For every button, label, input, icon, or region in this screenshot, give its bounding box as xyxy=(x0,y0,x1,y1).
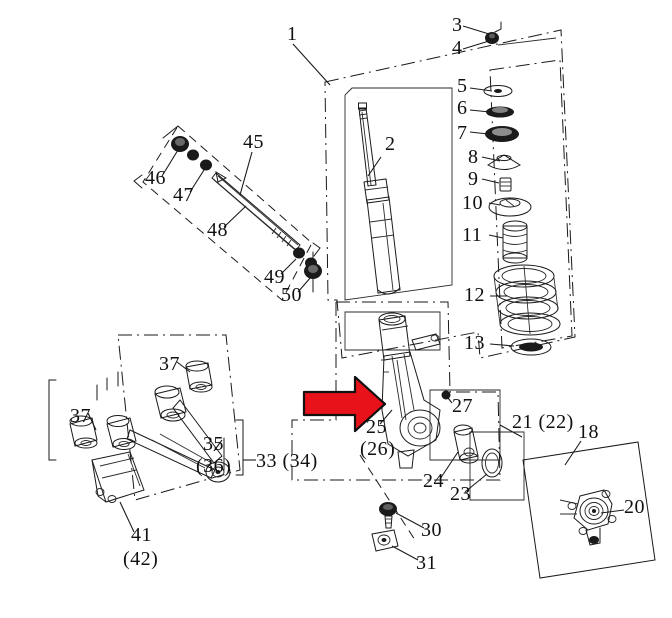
part-8-seat xyxy=(487,154,521,170)
callout-46: 46 xyxy=(145,167,166,189)
spring-stack xyxy=(483,21,561,356)
stabilizer-rod-threads xyxy=(271,227,292,247)
callout-1: 1 xyxy=(287,23,298,45)
bolt-and-bracket xyxy=(371,502,399,552)
callout-13: 13 xyxy=(464,332,485,354)
group-boundaries xyxy=(48,29,656,579)
part-27-pin xyxy=(441,390,451,400)
boundary-hub-box xyxy=(522,441,656,579)
boundary-knuckle-inner-top xyxy=(344,311,441,351)
boundary-dust-shield xyxy=(469,431,525,501)
part-10-seat-plate xyxy=(488,197,532,217)
wheel-hub-bearing xyxy=(559,489,617,546)
callout-4: 4 xyxy=(452,37,463,59)
callout-20: 20 xyxy=(624,496,645,518)
boundary-spring-stack-right xyxy=(497,37,557,46)
callout-12: 12 xyxy=(464,284,485,306)
callout-6: 6 xyxy=(457,97,468,119)
callout-3: 3 xyxy=(452,14,463,36)
callout-10: 10 xyxy=(462,192,483,214)
part-31-bracket xyxy=(371,529,399,552)
callout-45: 45 xyxy=(243,131,264,153)
callout-37-front: 37 xyxy=(70,405,91,427)
callout-9: 9 xyxy=(468,168,479,190)
part-6-bearing xyxy=(486,106,514,118)
red-pointer-arrow xyxy=(302,375,387,433)
callout-2: 2 xyxy=(385,133,396,155)
callout-37-rear: 37 xyxy=(159,353,180,375)
part-30-bolt-head xyxy=(379,502,397,516)
part-9-collar xyxy=(499,177,512,192)
callout-18: 18 xyxy=(578,421,599,443)
callout-41: 41 xyxy=(131,524,152,546)
callout-labels: 1 2 3 4 5 6 7 8 9 10 11 12 13 18 20 21 (… xyxy=(70,14,645,574)
boundary-strut-assembly xyxy=(324,29,576,359)
callout-11: 11 xyxy=(462,224,482,246)
boundary-27-box xyxy=(429,389,501,461)
callout-23: 23 xyxy=(450,483,471,505)
boundary-stabilizer-link xyxy=(142,125,313,301)
stabilizer-link-assembly xyxy=(171,136,322,279)
bushing-and-ring xyxy=(453,424,503,478)
callout-35: 35 xyxy=(203,433,224,455)
callout-8: 8 xyxy=(468,146,479,168)
callout-26: (26) xyxy=(360,438,395,460)
callout-36: (36) xyxy=(196,455,231,477)
steering-knuckle xyxy=(378,312,441,469)
bracket-37-left xyxy=(48,379,57,461)
callout-5: 5 xyxy=(457,75,468,97)
shock-absorber-strut xyxy=(358,102,401,295)
leader-lines xyxy=(87,25,625,561)
boundary-shock-inner xyxy=(344,87,453,301)
part-5-plate xyxy=(483,85,513,97)
callout-42: (42) xyxy=(123,548,158,570)
boundary-spring-stack xyxy=(489,59,573,349)
callout-25: 25 xyxy=(366,416,387,438)
part-23-ring xyxy=(481,448,503,478)
boundary-bolt-bracket xyxy=(359,454,416,541)
callout-21: 21 (22) xyxy=(512,411,574,433)
callout-48: 48 xyxy=(207,219,228,241)
lower-control-arm xyxy=(69,360,231,503)
callout-30: 30 xyxy=(421,519,442,541)
callout-33: 33 (34) xyxy=(256,450,318,472)
callout-7: 7 xyxy=(457,122,468,144)
callout-24: 24 xyxy=(423,470,444,492)
bracket-33 xyxy=(235,419,244,476)
part-12-coil-spring xyxy=(493,264,561,336)
part-24-bushing xyxy=(453,427,479,461)
boundary-knuckle xyxy=(291,301,501,481)
callout-49: 49 xyxy=(264,266,285,288)
bracket-stabilizer-right xyxy=(312,242,321,257)
callout-31: 31 xyxy=(416,552,437,574)
boundary-control-arm xyxy=(117,334,241,501)
callout-27: 27 xyxy=(452,395,473,417)
bracket-46-mark xyxy=(162,125,179,139)
callout-47: 47 xyxy=(173,184,194,206)
callout-50: 50 xyxy=(281,284,302,306)
part-13-ring xyxy=(510,338,552,356)
bracket-stabilizer-left xyxy=(133,174,143,189)
